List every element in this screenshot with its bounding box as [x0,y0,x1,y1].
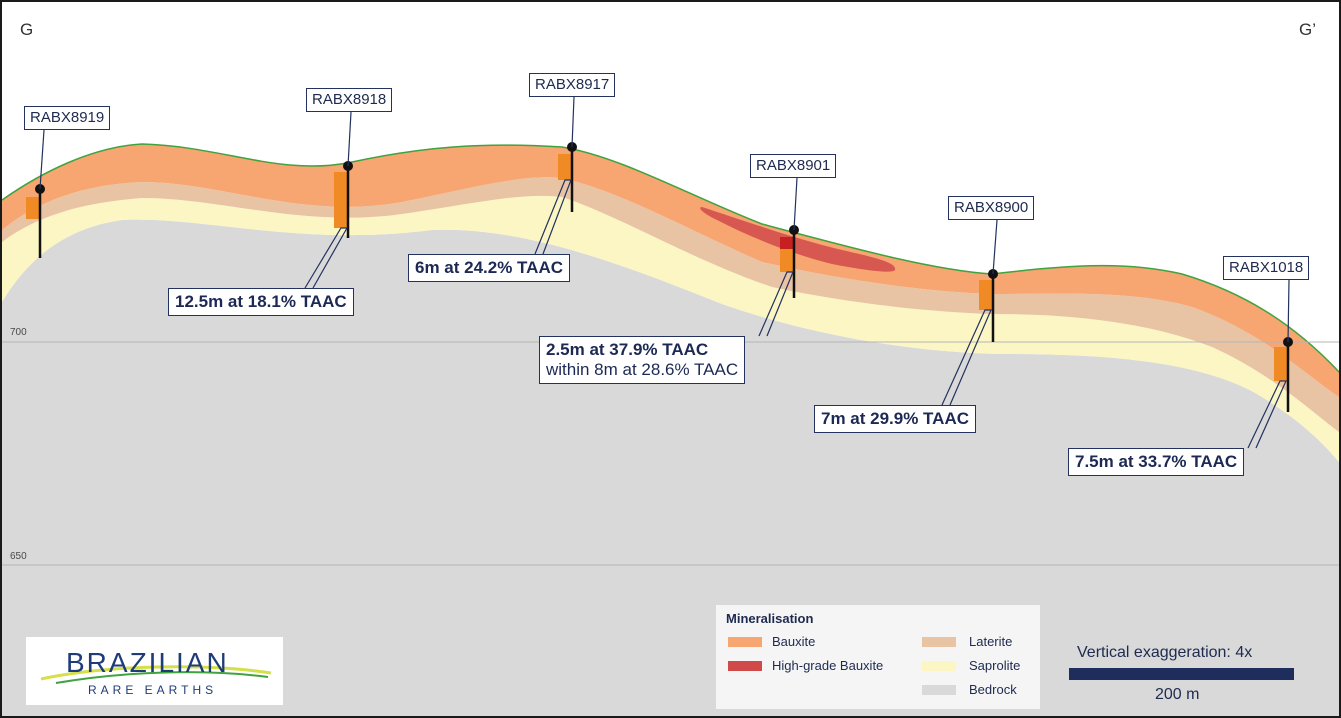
legend-label-bauxite: Bauxite [772,634,816,649]
legend-label-high-grade-bauxite: High-grade Bauxite [772,658,884,673]
legend-label-saprolite: Saprolite [969,658,1021,673]
legend-swatch-bauxite [728,637,762,647]
legend-swatch-saprolite [922,661,956,671]
bedrock-layer [2,219,1339,716]
intercept-bar [26,197,40,219]
vertical-exaggeration-label: Vertical exaggeration: 4x [1077,644,1253,661]
label-leader [571,96,575,148]
logo-tagline: RARE EARTHS [88,683,218,697]
company-logo: BRAZILIAN RARE EARTHS [26,637,283,705]
drillhole-label-rabx1018: RABX1018 [1223,256,1310,280]
high-grade-lens [700,207,896,272]
high-grade-intercept-bar [780,237,794,249]
intercept-callout-rabx1018: 7.5m at 33.7% TAAC [1068,448,1245,476]
legend-swatch-laterite [922,637,956,647]
callout-leader [758,271,794,337]
label-leader [347,111,352,167]
saprolite-layer [2,195,1339,462]
intercept-callout-rabx8900: 7m at 29.9% TAAC [814,405,977,433]
section-end-label: G’ [1299,20,1316,39]
intercept-bar [1274,347,1288,381]
topography-line [2,143,1339,373]
elevation-label-700: 700 [10,327,27,338]
intercept-callout-rabx8918: 12.5m at 18.1% TAAC [168,288,354,316]
scale-bar-label: 200 m [1155,686,1200,703]
drillhole-label-rabx8918: RABX8918 [306,88,393,112]
section-start-label: G [20,20,34,39]
elevation-label-650: 650 [10,551,27,562]
logo-name: BRAZILIAN [66,647,229,678]
intercept-bar [334,172,348,228]
drillhole-label-rabx8901: RABX8901 [750,154,837,178]
label-leader [39,129,45,190]
legend-swatch-high-grade-bauxite [728,661,762,671]
logo-swoosh [40,665,272,684]
label-leader [992,219,998,275]
label-leader [793,177,798,231]
intercept-bar [558,154,572,180]
scale-bar [1069,668,1294,680]
intercept-bar [979,280,993,310]
callout-leader [534,179,572,255]
legend-label-laterite: Laterite [969,634,1013,649]
intercept-callout-main: 2.5m at 37.9% TAAC [546,340,709,359]
callout-leader [941,309,992,406]
intercept-callout-rabx8917: 6m at 24.2% TAAC [408,254,571,282]
bauxite-layer [2,144,1339,397]
drillhole-label-rabx8917: RABX8917 [529,73,616,97]
legend-label-bedrock: Bedrock [969,682,1017,697]
legend: Mineralisation Bauxite High-grade Bauxit… [716,605,1040,709]
callout-leader [1247,380,1287,449]
label-leader [1287,279,1290,343]
intercept-callout-rabx8901: 2.5m at 37.9% TAAC within 8m at 28.6% TA… [539,336,746,384]
legend-swatch-bedrock [922,685,956,695]
legend-title: Mineralisation [726,611,814,626]
drillhole-label-rabx8900: RABX8900 [948,196,1035,220]
intercept-callout-sub: within 8m at 28.6% TAAC [546,360,739,379]
laterite-layer [2,177,1339,432]
callout-leader [304,227,349,289]
drillhole-label-rabx8919: RABX8919 [24,106,111,130]
